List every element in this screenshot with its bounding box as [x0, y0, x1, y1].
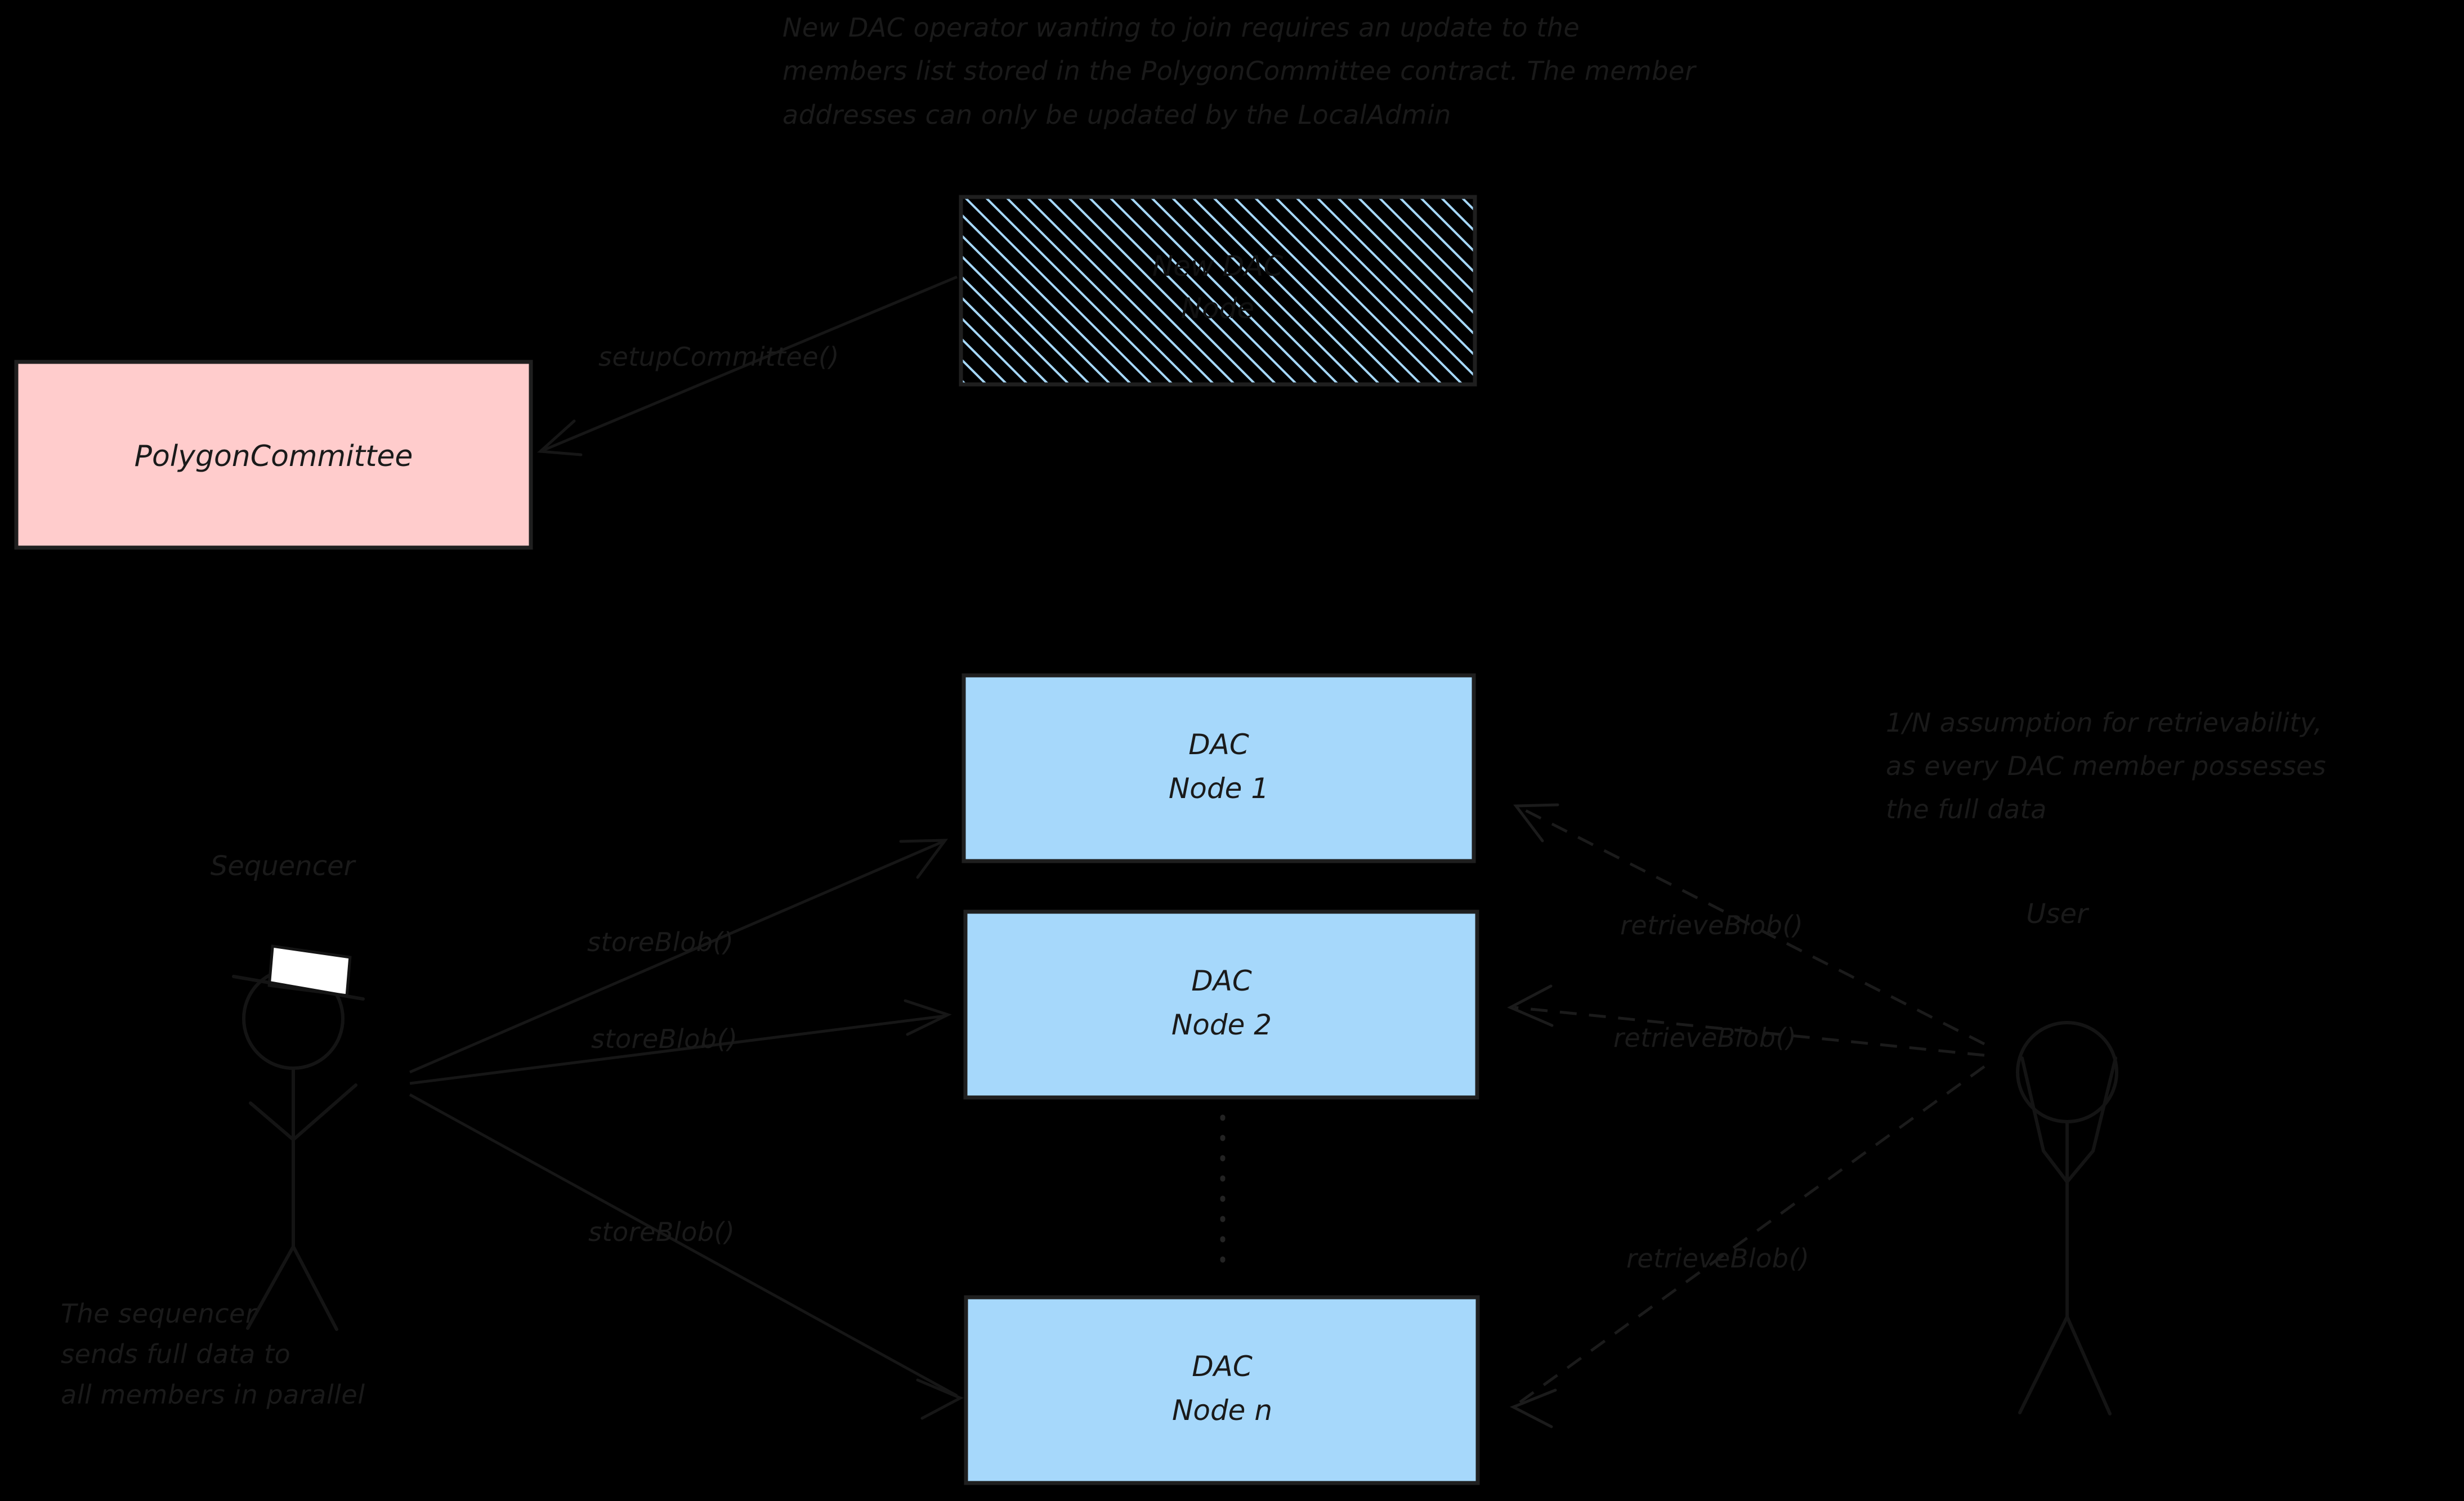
dac-node-2-label-line-1: DAC — [1191, 965, 1252, 997]
edge-retrieve-blob-3: retrieveBlob() — [1509, 1065, 1985, 1428]
edge-setup-committee: setupCommittee() — [537, 275, 958, 456]
polygon-committee-box[interactable] — [14, 360, 533, 550]
node-polygon-committee[interactable]: PolygonCommittee — [14, 360, 533, 550]
edge-retrieve-blob-1: retrieveBlob() — [1513, 803, 1985, 1046]
dac-node-2-box[interactable] — [963, 909, 1479, 1100]
user-label: User — [2026, 898, 2090, 930]
annotation-top-line-1: New DAC operator wanting to join require… — [782, 12, 1580, 43]
edge-store-blob-2: storeBlob() — [409, 999, 952, 1085]
edge-store-blob-3: storeBlob() — [409, 1093, 964, 1420]
dac-node-2-label-line-2: Node 2 — [1171, 1009, 1272, 1041]
edge-retrieve-blob-1-label: retrieveBlob() — [1620, 910, 1803, 940]
annotation-right-line-2: as every DAC member possesses — [1886, 751, 2326, 781]
new-dac-node-box[interactable] — [959, 195, 1477, 387]
node-dac-node-2[interactable]: DAC Node 2 — [963, 909, 1479, 1100]
dac-node-1-box[interactable] — [962, 673, 1476, 863]
annotation-bottom-left-line-2: sends full data to — [61, 1339, 290, 1369]
node-dac-node-n[interactable]: DAC Node n — [964, 1295, 1480, 1485]
dac-node-n-label-line-1: DAC — [1192, 1350, 1253, 1383]
actor-user[interactable]: User — [2016, 898, 2118, 1415]
edge-retrieve-blob-2: retrieveBlob() — [1507, 984, 1985, 1057]
annotation-right-line-1: 1/N assumption for retrievability, — [1886, 707, 2322, 738]
sequencer-label: Sequencer — [211, 850, 357, 882]
edge-store-blob-1-label: storeBlob() — [587, 927, 734, 957]
annotation-top-line-3: addresses can only be updated by the Loc… — [782, 100, 1451, 130]
dac-node-1-label-line-2: Node 1 — [1169, 772, 1269, 805]
node-dac-node-1[interactable]: DAC Node 1 — [962, 673, 1476, 863]
annotation-bottom-left-line-3: all members in parallel — [61, 1379, 365, 1410]
node-new-dac-node[interactable]: New DAC Node — [959, 195, 1477, 387]
edge-store-blob-3-label: storeBlob() — [588, 1217, 735, 1247]
annotation-right-line-3: the full data — [1886, 794, 2047, 825]
edge-store-blob-2-label: storeBlob() — [591, 1024, 737, 1054]
dac-node-n-box[interactable] — [964, 1295, 1480, 1485]
annotation-right: 1/N assumption for retrievability, as ev… — [1886, 707, 2326, 825]
dac-node-1-label-line-1: DAC — [1188, 728, 1249, 761]
annotation-bottom-left: The sequencer sends full data to all mem… — [61, 1298, 365, 1410]
new-dac-node-label-line-1: New DAC — [1152, 250, 1284, 283]
polygon-committee-label: PolygonCommittee — [135, 440, 413, 473]
edge-retrieve-blob-2-label: retrieveBlob() — [1613, 1023, 1796, 1053]
annotation-top: New DAC operator wanting to join require… — [782, 12, 1697, 130]
annotation-bottom-left-line-1: The sequencer — [61, 1298, 258, 1329]
edge-setup-committee-label: setupCommittee() — [598, 342, 839, 372]
annotation-top-line-2: members list stored in the PolygonCommit… — [782, 56, 1697, 86]
edge-store-blob-1: storeBlob() — [409, 839, 949, 1074]
new-dac-node-label-line-2: Node — [1181, 292, 1255, 325]
dac-node-n-label-line-2: Node n — [1172, 1394, 1272, 1427]
edge-retrieve-blob-3-label: retrieveBlob() — [1626, 1243, 1809, 1274]
actor-sequencer[interactable]: Sequencer — [211, 850, 365, 1331]
